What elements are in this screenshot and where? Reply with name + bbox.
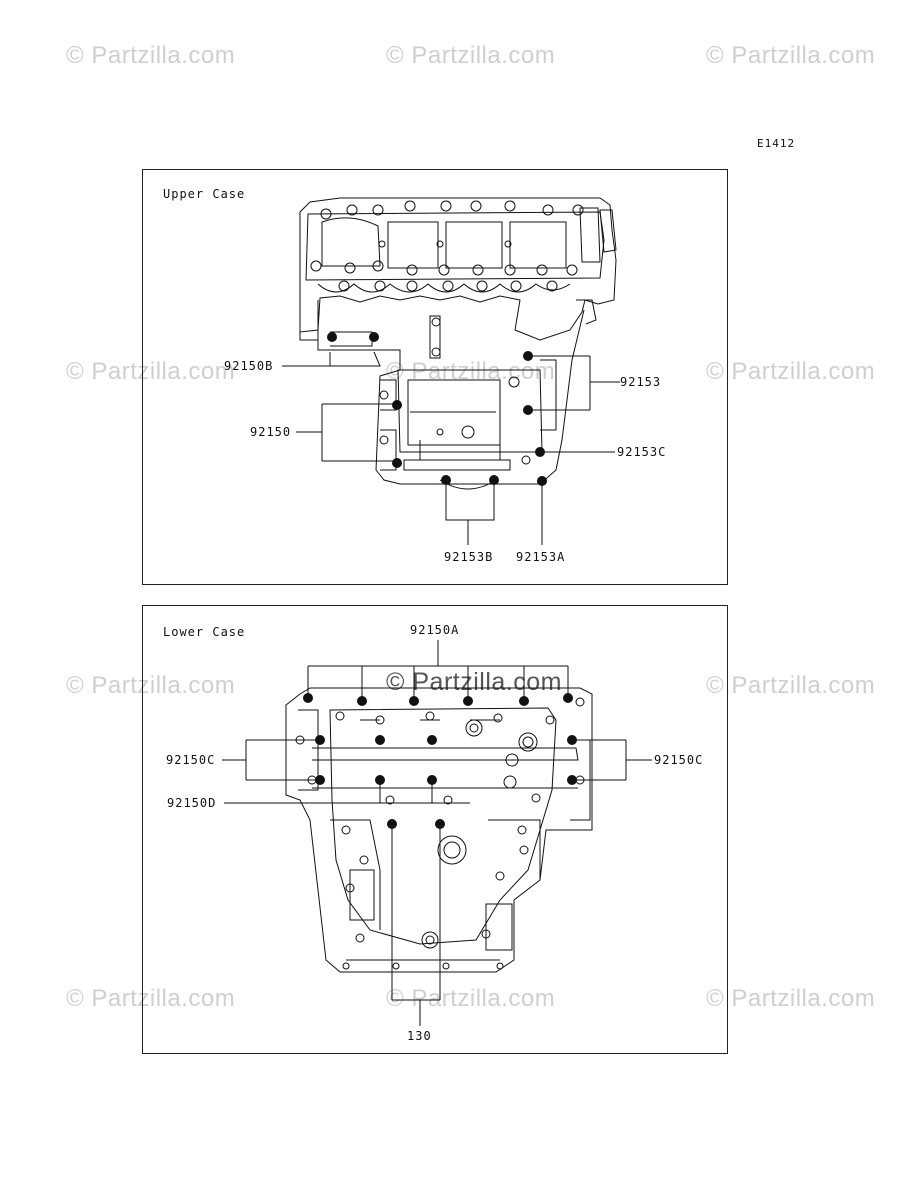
callout-130: 130 (407, 1029, 432, 1043)
watermark: © Partzilla.com (706, 985, 876, 1012)
callout-92150: 92150 (250, 425, 292, 439)
upper-leader-lines (282, 351, 620, 545)
watermark-center: © Partzilla.com (386, 668, 562, 696)
diagram-code: E1412 (757, 137, 796, 150)
watermark: © Partzilla.com (386, 985, 556, 1012)
lower-case-panel (142, 605, 728, 1054)
watermark: © Partzilla.com (66, 358, 236, 385)
watermark: © Partzilla.com (706, 358, 876, 385)
callout-92153b: 92153B (444, 550, 494, 564)
callout-92150a: 92150A (410, 623, 460, 637)
watermark: © Partzilla.com (66, 985, 236, 1012)
callout-92153c: 92153C (617, 445, 667, 459)
callout-92150c-right: 92150C (654, 753, 704, 767)
watermark: © Partzilla.com (386, 42, 556, 69)
callout-92150c-left: 92150C (166, 753, 216, 767)
upper-case-title: Upper Case (163, 187, 246, 201)
lower-case-title: Lower Case (163, 625, 246, 639)
upper-case-panel (142, 169, 728, 585)
upper-crankcase-drawing (299, 197, 617, 490)
callout-92153: 92153 (620, 375, 662, 389)
callout-92150b: 92150B (224, 359, 274, 373)
lower-leader-lines (222, 640, 652, 1026)
watermark: © Partzilla.com (706, 42, 876, 69)
bolt-markers (303, 332, 577, 829)
lower-crankcase-drawing (285, 687, 593, 973)
callout-92153a: 92153A (516, 550, 566, 564)
watermark: © Partzilla.com (66, 42, 236, 69)
watermark: © Partzilla.com (66, 672, 236, 699)
callout-92150d: 92150D (167, 796, 217, 810)
watermark: © Partzilla.com (706, 672, 876, 699)
